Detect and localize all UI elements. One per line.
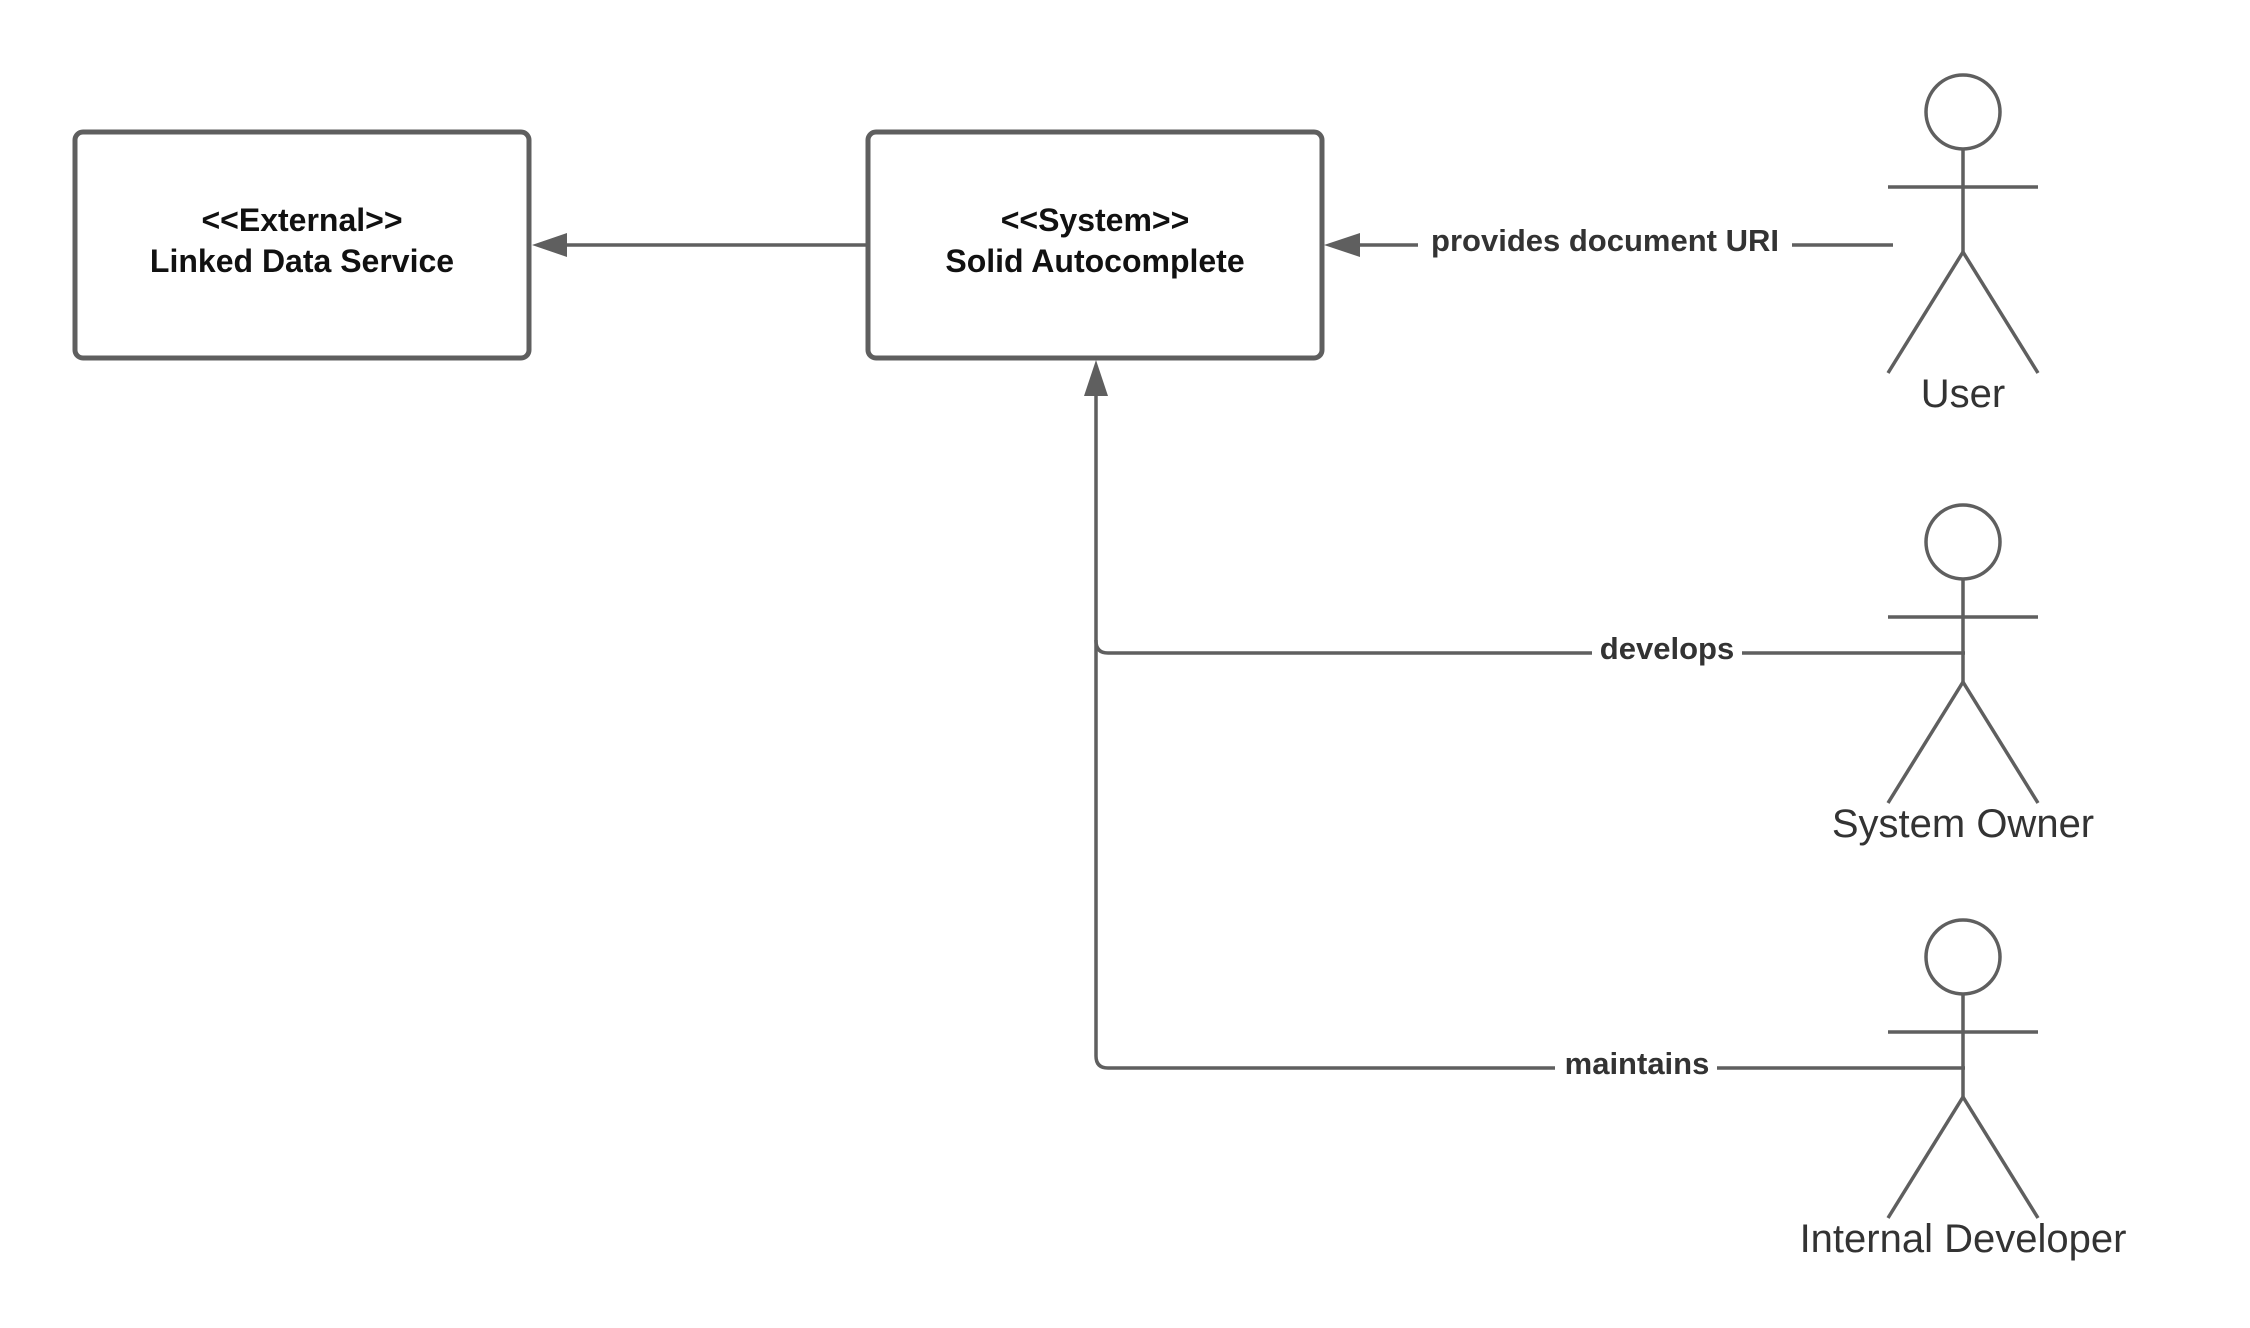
edge-label-develops: develops bbox=[1600, 631, 1734, 666]
actor-user: User bbox=[1886, 73, 2040, 416]
arrowhead-system-right bbox=[1324, 233, 1360, 257]
edge-user-to-system: provides document URI bbox=[1324, 222, 1893, 266]
actor-internal-developer-label: Internal Developer bbox=[1800, 1217, 2127, 1261]
system-stereotype: <<System>> bbox=[1001, 202, 1190, 238]
edge-label-provides-document-uri: provides document URI bbox=[1431, 223, 1779, 258]
actor-system-owner: System Owner bbox=[1832, 503, 2094, 846]
actor-internal-developer: Internal Developer bbox=[1800, 918, 2127, 1261]
external-service-box: <<External>> Linked Data Service bbox=[72, 129, 532, 361]
external-stereotype: <<External>> bbox=[201, 202, 402, 238]
edge-system-to-external bbox=[532, 233, 867, 257]
external-name: Linked Data Service bbox=[150, 243, 454, 279]
actor-user-label: User bbox=[1921, 372, 2005, 416]
actor-system-owner-label: System Owner bbox=[1832, 802, 2094, 846]
edge-owner-to-system: develops bbox=[1084, 360, 1965, 674]
stick-figure-icon bbox=[1886, 503, 2040, 804]
system-name: Solid Autocomplete bbox=[945, 243, 1244, 279]
edge-developer-to-system: maintains bbox=[1094, 640, 1965, 1089]
edge-label-maintains: maintains bbox=[1565, 1046, 1710, 1081]
arrowhead-external bbox=[532, 233, 567, 257]
system-box: <<System>> Solid Autocomplete bbox=[865, 129, 1325, 361]
stick-figure-icon bbox=[1886, 73, 2040, 374]
arrowhead-system-bottom bbox=[1084, 360, 1108, 396]
stick-figure-icon bbox=[1886, 918, 2040, 1219]
